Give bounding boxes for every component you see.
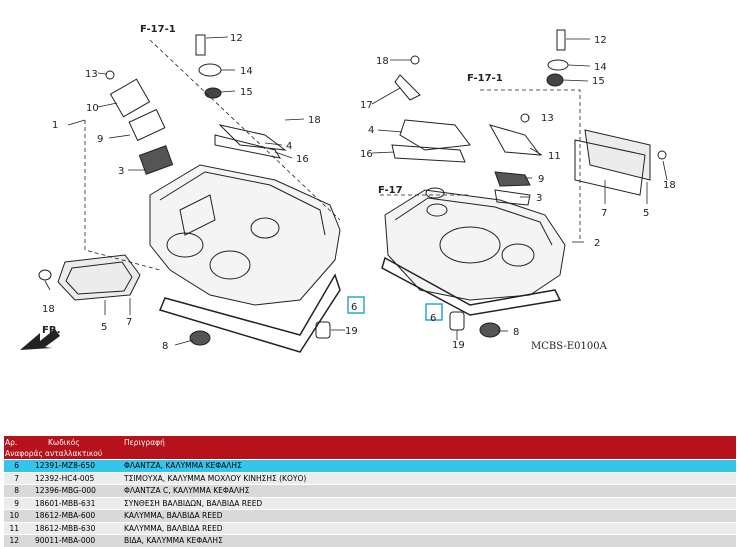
callout-18[interactable]: 18 (376, 56, 389, 67)
cell-description: ΦΛΑΝΤΖΑ, ΚΑΛΥΜΜΑ ΚΕΦΑΛΗΣ (124, 461, 242, 470)
callout-16[interactable]: 16 (296, 154, 309, 165)
callout-4[interactable]: 4 (286, 141, 292, 152)
table-row[interactable]: 11 18612-MBB-630 ΚΑΛΥΜΜΑ, ΒΑΛΒΙΔΑ REED (4, 521, 736, 534)
callout-14[interactable]: 14 (240, 66, 253, 77)
cell-part-code: 90011-MBA-000 (35, 536, 96, 545)
table-row[interactable]: 12 90011-MBA-000 ΒΙΔΑ, ΚΑΛΥΜΜΑ ΚΕΦΑΛΗΣ (4, 534, 736, 547)
section-ref-label: F-17-1 (467, 73, 503, 84)
header-code-line1: Κωδικός (48, 438, 80, 447)
callout-13[interactable]: 13 (541, 113, 554, 124)
right-side-cover (584, 129, 651, 181)
cell-ref: 11 (9, 523, 19, 533)
cell-part-code: 18612-MBB-630 (35, 523, 96, 533)
section-ref-label: F-17-1 (140, 24, 176, 35)
header-code-line2: ανταλλακτικού (45, 449, 103, 458)
callout-5[interactable]: 5 (643, 208, 649, 219)
cell-description: ΒΙΔΑ, ΚΑΛΥΜΜΑ ΚΕΦΑΛΗΣ (124, 536, 223, 545)
cell-description: ΦΛΑΝΤΖΑ C, ΚΑΛΥΜΜΑ ΚΕΦΑΛΗΣ (124, 486, 250, 495)
cell-ref: 6 (14, 461, 19, 470)
callout-18[interactable]: 18 (42, 304, 55, 315)
callout-7[interactable]: 7 (126, 317, 132, 328)
table-header: Αρ. Κωδικός Περιγραφή Αναφοράς ανταλλακτ… (4, 436, 736, 459)
callout-9[interactable]: 9 (97, 134, 103, 145)
left-head-cover (149, 164, 341, 306)
header-ref-line2: Αναφοράς (5, 449, 43, 458)
header-desc: Περιγραφή (124, 438, 165, 447)
cell-description: ΚΑΛΥΜΜΑ, ΒΑΛΒΙΔΑ REED (124, 511, 223, 520)
callout-17[interactable]: 17 (360, 100, 373, 111)
cell-description: ΣΥΝΘΕΣΗ ΒΑΛΒΙΔΩΝ, ΒΑΛΒΙΔΑ REED (124, 498, 263, 508)
callout-12[interactable]: 12 (230, 33, 243, 44)
callout-3[interactable]: 3 (536, 193, 542, 204)
callout-8[interactable]: 8 (162, 341, 168, 352)
cell-part-code: 18612-MBA-600 (35, 511, 96, 520)
cell-ref: 12 (9, 536, 19, 545)
part-6-highlight-left[interactable] (347, 296, 365, 314)
callout-5[interactable]: 5 (101, 322, 107, 333)
callout-4[interactable]: 4 (368, 125, 374, 136)
callout-10[interactable]: 10 (86, 103, 99, 114)
left-side-cover (57, 254, 141, 301)
cell-part-code: 12391-MZ8-650 (35, 461, 95, 470)
callout-2[interactable]: 2 (594, 238, 600, 249)
table-row[interactable]: 8 12396-MBG-000 ΦΛΑΝΤΖΑ C, ΚΑΛΥΜΜΑ ΚΕΦΑΛΗΣ (4, 484, 736, 497)
right-head-cover (384, 189, 566, 301)
callout-18[interactable]: 18 (308, 115, 321, 126)
cell-part-code: 12396-MBG-000 (35, 486, 96, 495)
table-row[interactable]: 6 12391-MZ8-650 ΦΛΑΝΤΖΑ, ΚΑΛΥΜΜΑ ΚΕΦΑΛΗΣ (4, 459, 736, 472)
table-row[interactable]: 7 12392-HC4-005 ΤΣΙΜΟΥΧΑ, ΚΑΛΥΜΜΑ ΜΟΧΛΟΥ Κ… (4, 471, 736, 484)
callout-12[interactable]: 12 (594, 35, 607, 46)
callout-6[interactable]: 6 (351, 302, 357, 313)
callout-15[interactable]: 15 (592, 76, 605, 87)
table-row[interactable]: 9 18601-MBB-631 ΣΥΝΘΕΣΗ ΒΑΛΒΙΔΩΝ, ΒΑΛΒΙΔΑ … (4, 496, 736, 509)
front-label: FR. (42, 325, 61, 336)
callout-11[interactable]: 11 (548, 151, 561, 162)
cell-part-code: 12392-HC4-005 (35, 473, 95, 483)
callout-16[interactable]: 16 (360, 149, 373, 160)
front-arrow-icon (20, 329, 60, 350)
cell-ref: 9 (14, 498, 19, 508)
header-ref-line1: Αρ. (5, 438, 18, 447)
left-gasket (158, 273, 341, 353)
callout-6[interactable]: 6 (430, 313, 436, 324)
parts-table: Αρ. Κωδικός Περιγραφή Αναφοράς ανταλλακτ… (4, 436, 736, 547)
cell-ref: 7 (14, 473, 19, 483)
table-row[interactable]: 10 18612-MBA-600 ΚΑΛΥΜΜΑ, ΒΑΛΒΙΔΑ REED (4, 509, 736, 522)
callout-13[interactable]: 13 (85, 69, 98, 80)
catalog-code: MCBS-E0100A (531, 341, 608, 352)
part-6-highlight-right[interactable] (425, 303, 443, 321)
callout-1[interactable]: 1 (52, 120, 58, 131)
cell-ref: 10 (9, 511, 19, 520)
cell-description: ΚΑΛΥΜΜΑ, ΒΑΛΒΙΔΑ REED (124, 523, 223, 533)
cell-ref: 8 (14, 486, 19, 495)
callout-3[interactable]: 3 (118, 166, 124, 177)
cell-part-code: 18601-MBB-631 (35, 498, 96, 508)
callout-19[interactable]: 19 (345, 326, 358, 337)
right-gasket (381, 256, 562, 316)
callout-7[interactable]: 7 (601, 208, 607, 219)
section-ref-label: F-17 (378, 185, 403, 196)
callout-18[interactable]: 18 (663, 180, 676, 191)
callout-15[interactable]: 15 (240, 87, 253, 98)
callout-19[interactable]: 19 (452, 340, 465, 351)
callout-14[interactable]: 14 (594, 62, 607, 73)
callout-8[interactable]: 8 (513, 327, 519, 338)
callout-9[interactable]: 9 (538, 174, 544, 185)
cell-description: ΤΣΙΜΟΥΧΑ, ΚΑΛΥΜΜΑ ΜΟΧΛΟΥ ΚΙΝΗΣΗΣ (ΚΟΥΟ) (124, 473, 307, 483)
